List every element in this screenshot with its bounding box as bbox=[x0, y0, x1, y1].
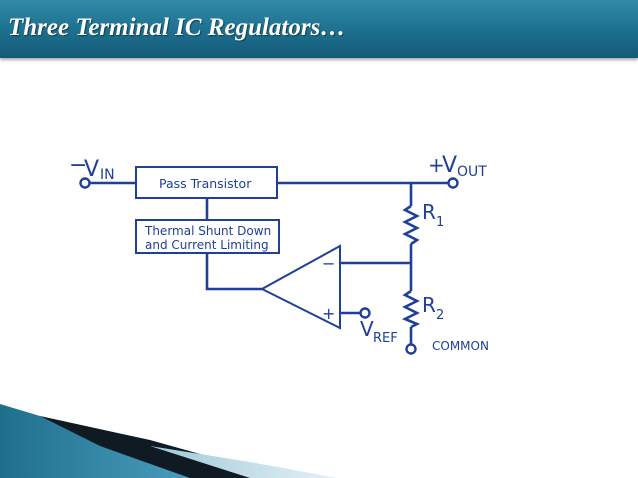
r1-label: R bbox=[422, 200, 436, 224]
opamp-minus-sign: − bbox=[322, 254, 335, 273]
vin-subscript: IN bbox=[100, 167, 115, 183]
r2-subscript: 2 bbox=[436, 308, 444, 323]
pass-transistor-box bbox=[135, 166, 278, 199]
op-amp bbox=[259, 244, 341, 330]
vin-label: V bbox=[84, 157, 99, 182]
vout-sign: + bbox=[428, 153, 445, 177]
vref-subscript: REF bbox=[373, 331, 398, 346]
vout-subscript: OUT bbox=[457, 164, 487, 180]
vout-label: V bbox=[442, 153, 457, 178]
vref-label: V bbox=[360, 317, 374, 341]
r1-resistor bbox=[402, 204, 420, 246]
thermal-shutdown-label: Thermal Shunt Down bbox=[144, 224, 271, 238]
r1-subscript: 1 bbox=[436, 215, 444, 230]
common-label: COMMON bbox=[432, 339, 489, 353]
title-bar: Three Terminal IC Regulators… bbox=[0, 0, 638, 58]
r2-resistor bbox=[401, 289, 421, 329]
r2-label: R bbox=[422, 293, 436, 317]
circuit-wires bbox=[89, 181, 449, 345]
slide-title: Three Terminal IC Regulators… bbox=[8, 14, 346, 41]
vout-terminal bbox=[447, 177, 459, 189]
current-limiting-label: and Current Limiting bbox=[145, 238, 269, 252]
opamp-plus-sign: + bbox=[322, 304, 335, 323]
thermal-shutdown-box bbox=[135, 219, 280, 254]
pass-transistor-label: Pass Transistor bbox=[159, 176, 252, 191]
vin-terminal bbox=[79, 177, 91, 189]
common-terminal bbox=[405, 343, 417, 355]
vin-sign: − bbox=[69, 153, 87, 178]
vref-terminal bbox=[359, 307, 371, 319]
